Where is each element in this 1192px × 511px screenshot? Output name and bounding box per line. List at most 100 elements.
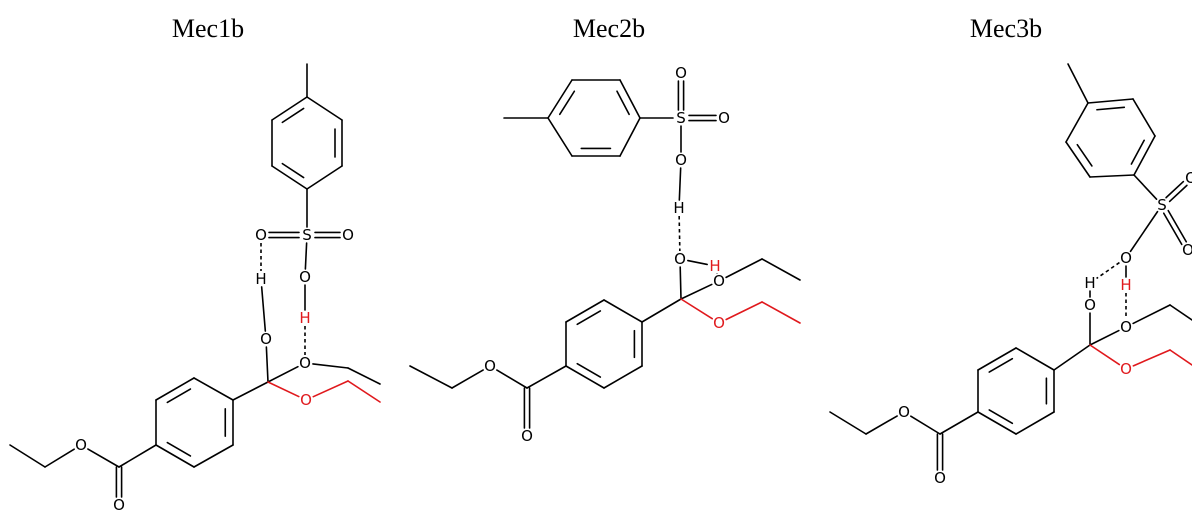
atom-label: H bbox=[709, 257, 720, 275]
atom-label: O bbox=[713, 272, 725, 290]
ring-bond bbox=[603, 365, 643, 389]
ring-bond bbox=[1133, 135, 1156, 176]
ring-bond bbox=[1132, 98, 1156, 137]
atom-label: H bbox=[673, 199, 684, 217]
hydrogen-bond bbox=[678, 215, 681, 252]
atom-label: O bbox=[300, 391, 312, 409]
single-bond-highlight bbox=[312, 380, 349, 398]
single-bond-highlight bbox=[680, 298, 714, 320]
ring-inner-bond bbox=[576, 310, 602, 326]
ring-inner-bond bbox=[576, 362, 602, 378]
ring-bond bbox=[977, 411, 1017, 435]
single-bond bbox=[451, 369, 484, 389]
atom-label: O bbox=[675, 151, 687, 169]
ring-inner-bond bbox=[616, 90, 630, 116]
single-bond bbox=[267, 365, 299, 383]
single-bond bbox=[496, 369, 528, 389]
single-bond bbox=[118, 444, 157, 468]
single-bond bbox=[910, 415, 941, 435]
single-bond bbox=[1129, 210, 1159, 253]
atom-label: O bbox=[342, 226, 354, 244]
atom-label: O bbox=[1120, 318, 1132, 336]
double-bond bbox=[1162, 212, 1183, 246]
single-bond bbox=[265, 346, 269, 383]
atom-label: O bbox=[675, 64, 687, 82]
double-bond bbox=[1165, 180, 1185, 199]
atom-label: H bbox=[299, 309, 310, 327]
single-bond bbox=[1132, 304, 1171, 325]
atom-label: S bbox=[302, 226, 312, 244]
double-bond bbox=[1168, 184, 1188, 203]
ring-bond bbox=[193, 377, 234, 401]
ring-bond bbox=[155, 444, 195, 468]
ring-inner-bond bbox=[1096, 106, 1126, 111]
ring-bond bbox=[1015, 411, 1055, 435]
ring-bond bbox=[271, 96, 308, 121]
single-bond bbox=[232, 381, 269, 401]
single-bond bbox=[304, 242, 308, 270]
atom-label: O bbox=[1185, 169, 1192, 187]
single-bond-highlight bbox=[761, 301, 801, 324]
single-bond-highlight bbox=[1132, 349, 1171, 367]
single-bond bbox=[526, 365, 567, 389]
atom-label: O bbox=[299, 268, 311, 286]
ring-bond bbox=[155, 377, 195, 401]
single-bond bbox=[347, 367, 381, 385]
ring-bond bbox=[1015, 347, 1055, 371]
single-bond bbox=[87, 448, 120, 468]
ring-bond bbox=[565, 299, 605, 323]
single-bond bbox=[761, 258, 801, 281]
atom-label: O bbox=[1084, 296, 1096, 314]
panel-title: Mec2b bbox=[573, 14, 645, 43]
ring-inner-bond bbox=[988, 409, 1014, 425]
atom-label: O bbox=[255, 226, 267, 244]
single-bond bbox=[678, 167, 682, 201]
single-bond-highlight bbox=[267, 381, 300, 398]
ring-inner-bond bbox=[166, 441, 192, 457]
ring-bond bbox=[193, 444, 234, 468]
atom-label: O bbox=[898, 403, 910, 421]
single-bond bbox=[1169, 304, 1192, 321]
single-bond bbox=[939, 411, 979, 435]
atom-label: O bbox=[521, 427, 533, 445]
atom-label: S bbox=[676, 109, 686, 127]
atom-label: O bbox=[674, 250, 686, 268]
ring-inner-bond bbox=[166, 388, 192, 404]
ring-bond bbox=[977, 347, 1017, 371]
ring-bond bbox=[1089, 174, 1135, 178]
single-bond-highlight bbox=[347, 380, 381, 403]
atom-label: S bbox=[1157, 196, 1167, 214]
hydrogen-bond bbox=[1096, 261, 1120, 280]
ring-inner-bond bbox=[281, 162, 305, 179]
ring-bond bbox=[1065, 141, 1091, 178]
single-bond bbox=[1053, 344, 1091, 371]
single-bond bbox=[829, 411, 867, 435]
single-bond bbox=[9, 444, 46, 468]
ring-bond bbox=[565, 365, 605, 389]
single-bond-highlight bbox=[725, 301, 763, 321]
single-bond-highlight bbox=[1169, 349, 1192, 366]
atom-label: O bbox=[1182, 241, 1192, 259]
single-bond bbox=[44, 448, 75, 468]
single-bond bbox=[1067, 63, 1089, 104]
ring-inner-bond bbox=[988, 357, 1014, 373]
atom-label: O bbox=[299, 354, 311, 372]
single-bond-highlight bbox=[1089, 344, 1121, 366]
single-bond bbox=[641, 298, 682, 323]
atom-label: O bbox=[1120, 360, 1132, 378]
single-bond bbox=[312, 363, 349, 369]
single-bond bbox=[260, 286, 267, 332]
ring-inner-bond bbox=[1076, 143, 1093, 167]
double-bond bbox=[1167, 209, 1188, 243]
ring-bond bbox=[547, 79, 573, 119]
ring-bond bbox=[271, 165, 308, 190]
ring-bond bbox=[603, 299, 643, 323]
single-bond bbox=[679, 266, 682, 300]
atom-label: O bbox=[484, 357, 496, 375]
atom-label: H bbox=[1084, 274, 1095, 292]
atom-label: H bbox=[1120, 276, 1131, 294]
single-bond bbox=[725, 258, 763, 279]
atom-label: O bbox=[718, 109, 730, 127]
